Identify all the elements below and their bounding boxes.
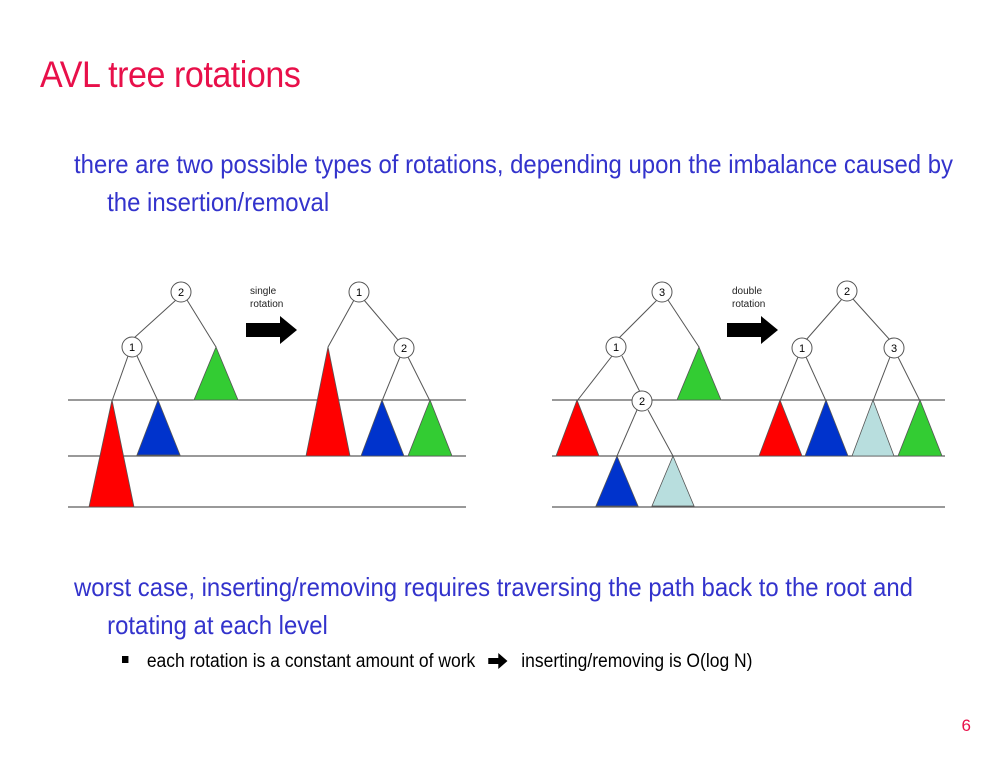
implies-arrow-icon: [488, 652, 508, 676]
node-label: 1: [129, 342, 135, 354]
light-blue-subtree: [651, 454, 695, 507]
green-subtree: [897, 398, 943, 457]
tree-node: [348, 281, 370, 303]
red-subtree: [555, 398, 600, 457]
tree-node: [651, 281, 673, 303]
red-subtree: [305, 346, 351, 457]
tree-node: [883, 337, 905, 359]
node-label: 3: [891, 343, 897, 355]
node-label: 1: [799, 343, 805, 355]
node-label: 2: [844, 286, 850, 298]
blue-subtree: [136, 398, 181, 456]
blue-subtree: [360, 398, 405, 457]
tree-node: [791, 337, 813, 359]
bullet-text-right: inserting/removing is O(log N): [521, 651, 753, 672]
light-blue-subtree: [851, 398, 895, 457]
complexity-bullet: each rotation is a constant amount of wo…: [122, 651, 752, 676]
single-rotation-diagram: 2 1 single rotation 1 2: [68, 281, 466, 508]
tree-node: [121, 336, 143, 358]
square-bullet-icon: [122, 656, 129, 663]
double-rotation-label-line1: double: [732, 286, 762, 297]
page-number: 6: [961, 716, 971, 735]
blue-subtree: [804, 398, 849, 457]
green-subtree: [193, 345, 239, 401]
tree-node: [605, 336, 627, 358]
blue-subtree: [595, 454, 639, 507]
tree-node: [836, 280, 858, 302]
slide-title: AVL tree rotations: [40, 54, 301, 95]
single-rotation-label-line1: single: [250, 286, 277, 297]
double-rotation-label-line2: rotation: [732, 299, 765, 310]
tree-node: [170, 281, 192, 303]
right-arrow-icon: [246, 316, 297, 344]
node-label: 1: [613, 342, 619, 354]
right-arrow-icon: [727, 316, 778, 344]
node-label: 2: [639, 396, 645, 408]
tree-node: [393, 337, 415, 359]
node-label: 3: [659, 287, 665, 299]
red-subtree: [758, 398, 803, 457]
worst-case-paragraph: worst case, inserting/removing requires …: [74, 572, 913, 640]
intro-paragraph: there are two possible types of rotation…: [74, 149, 953, 217]
node-label: 2: [178, 287, 184, 299]
single-rotation-label-line2: rotation: [250, 299, 283, 310]
red-subtree: [88, 399, 135, 508]
green-subtree: [676, 345, 722, 401]
green-subtree: [407, 398, 453, 457]
node-label: 1: [356, 287, 362, 299]
tree-node: [631, 390, 653, 412]
bullet-text-left: each rotation is a constant amount of wo…: [146, 651, 476, 672]
node-label: 2: [401, 343, 407, 355]
double-rotation-diagram: 3 1 2 double rotation 2 1 3: [552, 280, 945, 508]
